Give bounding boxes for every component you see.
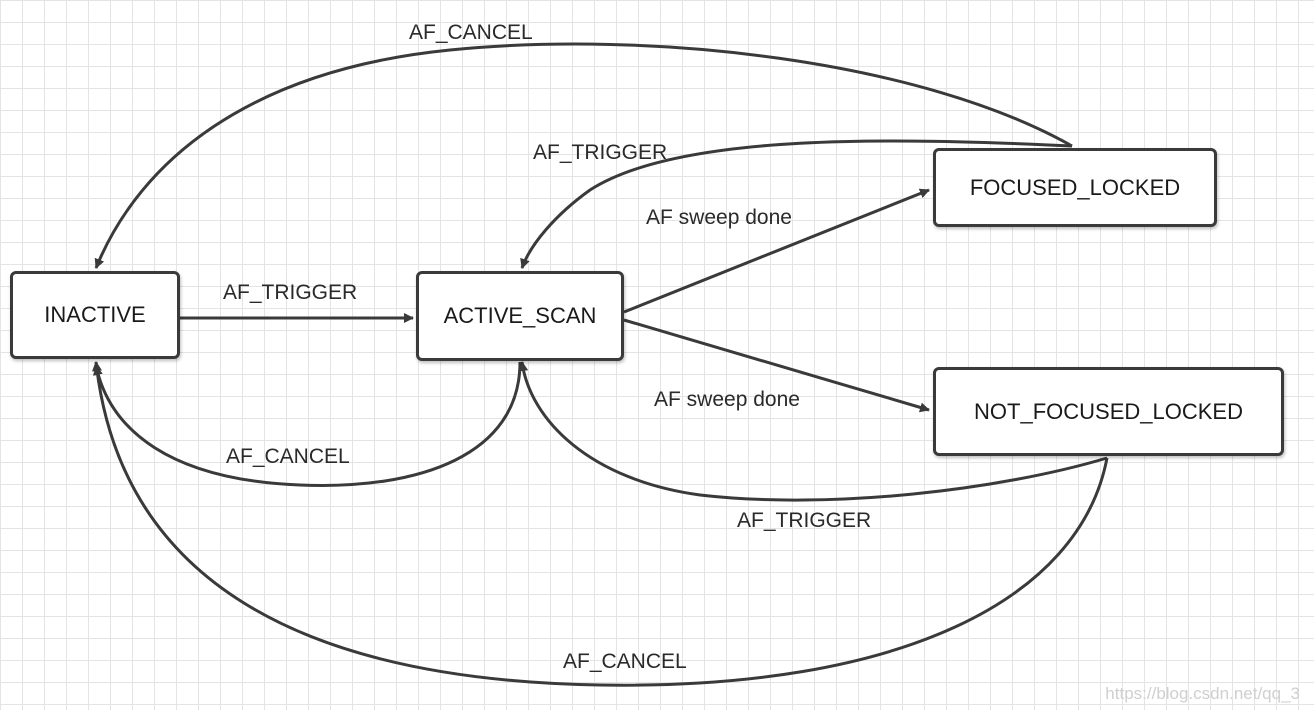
state-active-scan: ACTIVE_SCAN bbox=[416, 271, 624, 361]
state-not-focused-locked: NOT_FOCUSED_LOCKED bbox=[933, 367, 1284, 456]
label-active-scan-to-focused-locked: AF sweep done bbox=[646, 206, 792, 229]
edge-active-scan-to-not-focused-locked bbox=[623, 318, 930, 413]
edge-focused-locked-to-inactive bbox=[94, 42, 1073, 269]
state-focused-locked: FOCUSED_LOCKED bbox=[933, 148, 1217, 227]
edge-active-scan-to-focused-locked bbox=[623, 188, 930, 314]
state-active-scan-label: ACTIVE_SCAN bbox=[443, 303, 597, 328]
watermark: https://blog.csdn.net/qq_3 bbox=[1105, 684, 1300, 703]
label-focused-locked-to-active-scan: AF_TRIGGER bbox=[533, 141, 668, 164]
edge-focused-locked-to-active-scan bbox=[520, 139, 1073, 269]
edge-not-focused-locked-to-inactive bbox=[92, 361, 1109, 687]
label-not-focused-locked-to-active-scan: AF_TRIGGER bbox=[737, 509, 872, 532]
state-focused-locked-label: FOCUSED_LOCKED bbox=[969, 174, 1181, 200]
state-inactive-label: INACTIVE bbox=[44, 302, 146, 327]
label-active-scan-to-inactive: AF_CANCEL bbox=[226, 445, 350, 468]
label-focused-locked-to-inactive: AF_CANCEL bbox=[409, 21, 533, 44]
state-inactive: INACTIVE bbox=[10, 271, 180, 359]
label-inactive-to-active-scan: AF_TRIGGER bbox=[223, 281, 358, 304]
label-active-scan-to-not-focused-locked: AF sweep done bbox=[654, 388, 800, 411]
edge-active-scan-to-inactive bbox=[93, 361, 522, 487]
label-not-focused-locked-to-inactive: AF_CANCEL bbox=[563, 650, 687, 673]
edge-not-focused-locked-to-active-scan bbox=[518, 361, 1108, 502]
state-not-focused-locked-label: NOT_FOCUSED_LOCKED bbox=[974, 398, 1243, 424]
